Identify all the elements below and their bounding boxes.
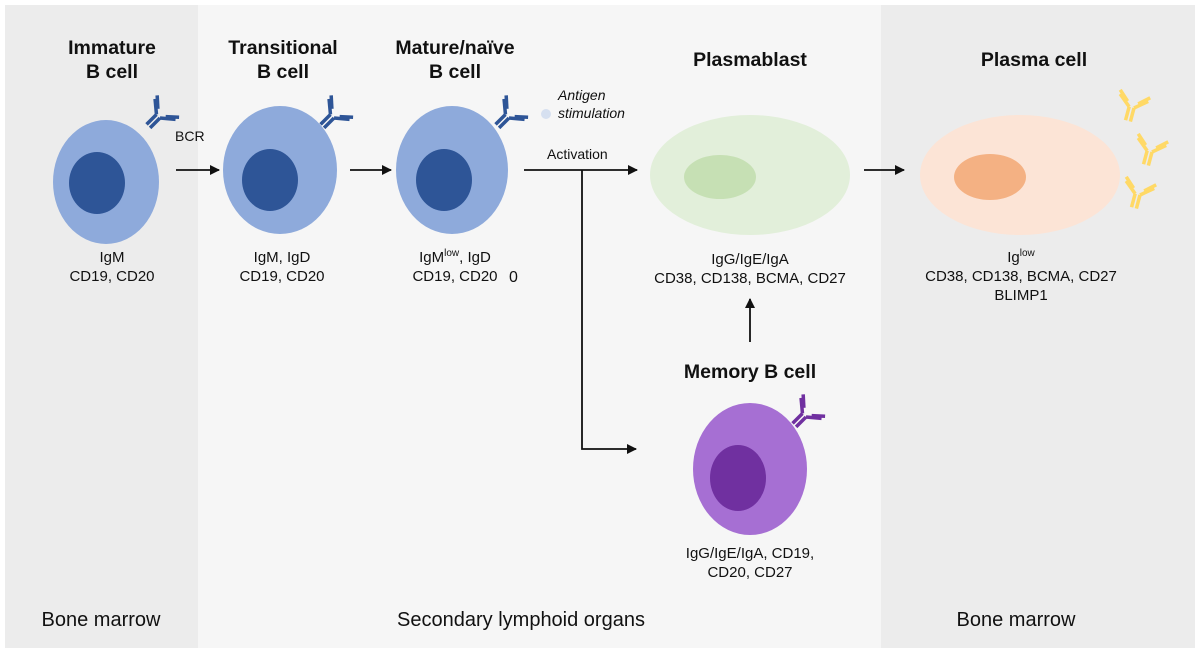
bone-marrow-region-left	[5, 5, 198, 648]
immature-markers-line2: CD19, CD20	[69, 268, 155, 285]
immature-b-cell	[53, 120, 159, 244]
plasma-ig-low: low	[1019, 248, 1035, 259]
memory-b-cell	[693, 403, 807, 535]
region-label-middle: Secondary lymphoid organs	[397, 609, 645, 631]
arrow-activation-to-memory	[581, 170, 637, 454]
mature-markers: IgMlow, IgD CD19, CD20	[412, 248, 497, 286]
activation-label: Activation	[547, 146, 608, 162]
mature-stray-glyph: 0	[509, 269, 518, 286]
immature-markers-line1: IgM	[99, 249, 125, 266]
memory-title: Memory B cell	[683, 361, 817, 383]
plasmablast-markers: IgG/IgE/IgA CD38, CD138, BCMA, CD27	[654, 250, 846, 288]
antibody-icon-2	[1129, 132, 1170, 171]
antigen-dot-icon	[541, 109, 551, 119]
antibody-icon-1	[1111, 88, 1152, 127]
transitional-title-line2: B cell	[256, 61, 310, 83]
plasma-ig: Ig	[1007, 249, 1020, 266]
mature-markers-line1: IgMlow, IgD	[412, 248, 497, 267]
immature-markers: IgM CD19, CD20	[69, 248, 154, 286]
region-label-right: Bone marrow	[956, 609, 1076, 631]
region-label-left: Bone marrow	[41, 609, 161, 631]
mature-title-line2: B cell	[428, 61, 482, 83]
plasma-cell	[920, 115, 1120, 235]
plasma-markers-line2: CD38, CD138, BCMA, CD27	[925, 268, 1117, 285]
transitional-title: Transitional B cell	[228, 36, 337, 84]
mature-title-line1: Mature/naïve	[395, 37, 515, 59]
memory-markers-line2: CD20, CD27	[707, 564, 793, 581]
mature-naive-b-cell	[396, 106, 508, 234]
immature-title-line1: Immature	[68, 37, 156, 59]
bcr-label: BCR	[175, 128, 205, 144]
memory-markers-line1: IgG/IgE/IgA, CD19,	[685, 545, 815, 562]
plasmablast-markers-line2: CD38, CD138, BCMA, CD27	[654, 270, 846, 287]
transitional-markers: IgM, IgD CD19, CD20	[239, 248, 324, 286]
plasmablast-markers-line1: IgG/IgE/IgA	[711, 251, 789, 268]
bcr-receptor-icon	[135, 93, 181, 139]
mature-igd: , IgD	[459, 249, 491, 266]
mature-igm: IgM	[419, 249, 445, 266]
transitional-markers-line1: IgM, IgD	[253, 249, 311, 266]
plasma-markers-line3: BLIMP1	[994, 287, 1048, 304]
antibody-icon-3	[1117, 175, 1158, 214]
plasma-markers: Iglow CD38, CD138, BCMA, CD27 BLIMP1	[925, 248, 1117, 305]
memory-markers: IgG/IgE/IgA, CD19, CD20, CD27	[686, 544, 814, 582]
transitional-markers-line2: CD19, CD20	[239, 268, 325, 285]
antigen-label-line2: stimulation	[558, 105, 625, 121]
antigen-label-line1: Antigen	[558, 87, 606, 103]
mature-title: Mature/naïve B cell	[395, 36, 514, 84]
plasma-markers-line1: Iglow	[925, 248, 1117, 267]
bone-marrow-region-right	[881, 5, 1195, 648]
plasmablast-title: Plasmablast	[693, 49, 807, 71]
immature-title-line2: B cell	[85, 61, 139, 83]
transitional-b-cell	[223, 106, 337, 234]
secondary-lymphoid-region	[198, 5, 881, 648]
transitional-title-line1: Transitional	[228, 37, 338, 59]
immature-title: Immature B cell	[68, 36, 156, 84]
mature-markers-line2: CD19, CD20	[412, 268, 498, 285]
mature-igm-low: low	[444, 248, 460, 259]
plasma-title: Plasma cell	[980, 49, 1088, 71]
plasmablast-cell	[650, 115, 850, 235]
